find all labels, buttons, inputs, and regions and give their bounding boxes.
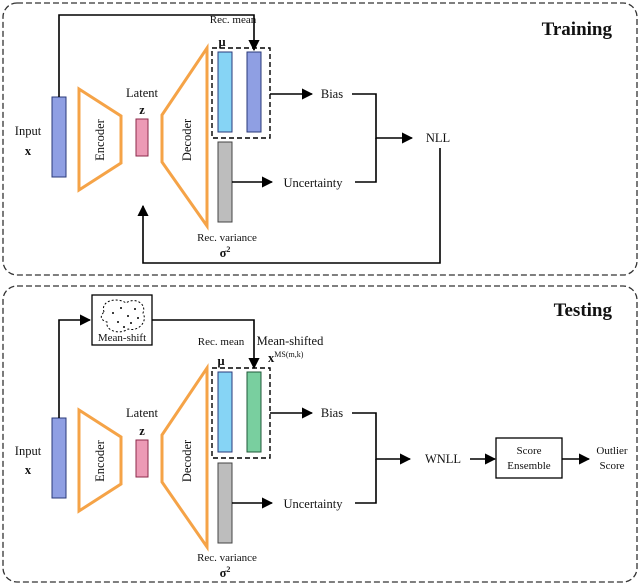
testing-panel: Testing Mean-shift Input x Encoder Laten… [2,285,638,583]
training-nll-label: NLL [426,131,450,145]
testing-mu-bar [217,371,233,453]
testing-latent-symbol: z [139,424,145,438]
mean-shift-dots-icon [112,307,139,328]
training-uncertainty-label: Uncertainty [283,176,343,190]
training-panel: Training Input x Encoder Latent z Decode… [2,2,638,276]
testing-bias-to-wnll [352,412,412,465]
testing-panel-border [2,285,638,583]
training-bias-to-nll [352,93,414,144]
testing-rec-mean-label: Rec. mean [198,336,245,348]
training-decoder-label: Decoder [180,118,194,161]
testing-decoder-label: Decoder [180,439,194,482]
testing-sigma-symbol: σ2 [220,565,231,580]
outlier-score-line1: Outlier [596,445,627,457]
testing-ms-symbol: xMS(m,k) [268,350,304,365]
training-latent-symbol: z [139,103,145,117]
mean-shift-box [91,294,153,346]
training-rec-variance-label: Rec. variance [197,232,257,244]
training-input-skip-arrow [58,14,260,97]
testing-latent-bar [135,439,149,478]
testing-variance-bar [217,462,233,544]
training-panel-border [2,2,638,276]
testing-wnll-label: WNLL [425,452,461,466]
training-latent-label: Latent [126,86,158,100]
score-ensemble-box [495,437,563,479]
training-mu-symbol: μ [218,35,225,49]
training-rec-mean-label: Rec. mean [210,14,257,26]
training-input-bar [51,96,67,178]
testing-latent-label: Latent [126,406,158,420]
testing-input-label: Input [15,444,42,458]
testing-uncertainty-to-wnll [355,459,377,504]
testing-mean-group-box [211,367,271,459]
training-encoder-label: Encoder [93,118,107,160]
testing-mean-shifted-label: Mean-shifted [257,334,324,348]
training-latent-bar [135,118,149,157]
training-decoder-trapezoid [160,43,209,231]
testing-mean-shift-to-ms-arrow [152,319,260,370]
score-ensemble-line2: Ensemble [507,460,550,472]
score-ensemble-line1: Score [516,445,541,457]
training-mu-bar [217,51,233,133]
training-input-label: Input [15,124,42,138]
training-uncertainty-to-nll [355,138,377,183]
training-mean-group-box [211,47,271,139]
training-input-symbol: x [25,144,32,158]
testing-input-symbol: x [25,463,32,477]
testing-uncertainty-label: Uncertainty [283,497,343,511]
testing-title: Testing [554,300,613,321]
testing-decoder-trapezoid [160,363,209,552]
training-bias-label: Bias [321,87,343,101]
mean-shift-blob-icon [100,299,145,333]
testing-rec-variance-label: Rec. variance [197,552,257,564]
training-encoder-trapezoid [77,86,123,193]
training-sigma-symbol: σ2 [220,245,231,260]
testing-mu-symbol: μ [217,354,224,368]
training-variance-bar [217,141,233,223]
testing-input-bar [51,417,67,499]
outlier-score-line2: Score [599,460,624,472]
training-rec-bar [246,51,262,133]
testing-ms-bar [246,371,262,453]
testing-bias-label: Bias [321,406,343,420]
testing-encoder-label: Encoder [93,439,107,481]
testing-input-to-mean-shift-arrow [58,314,92,418]
training-feedback-arrow [137,148,441,264]
training-title: Training [542,19,613,40]
mean-shift-label: Mean-shift [98,332,146,344]
testing-encoder-trapezoid [77,407,123,514]
